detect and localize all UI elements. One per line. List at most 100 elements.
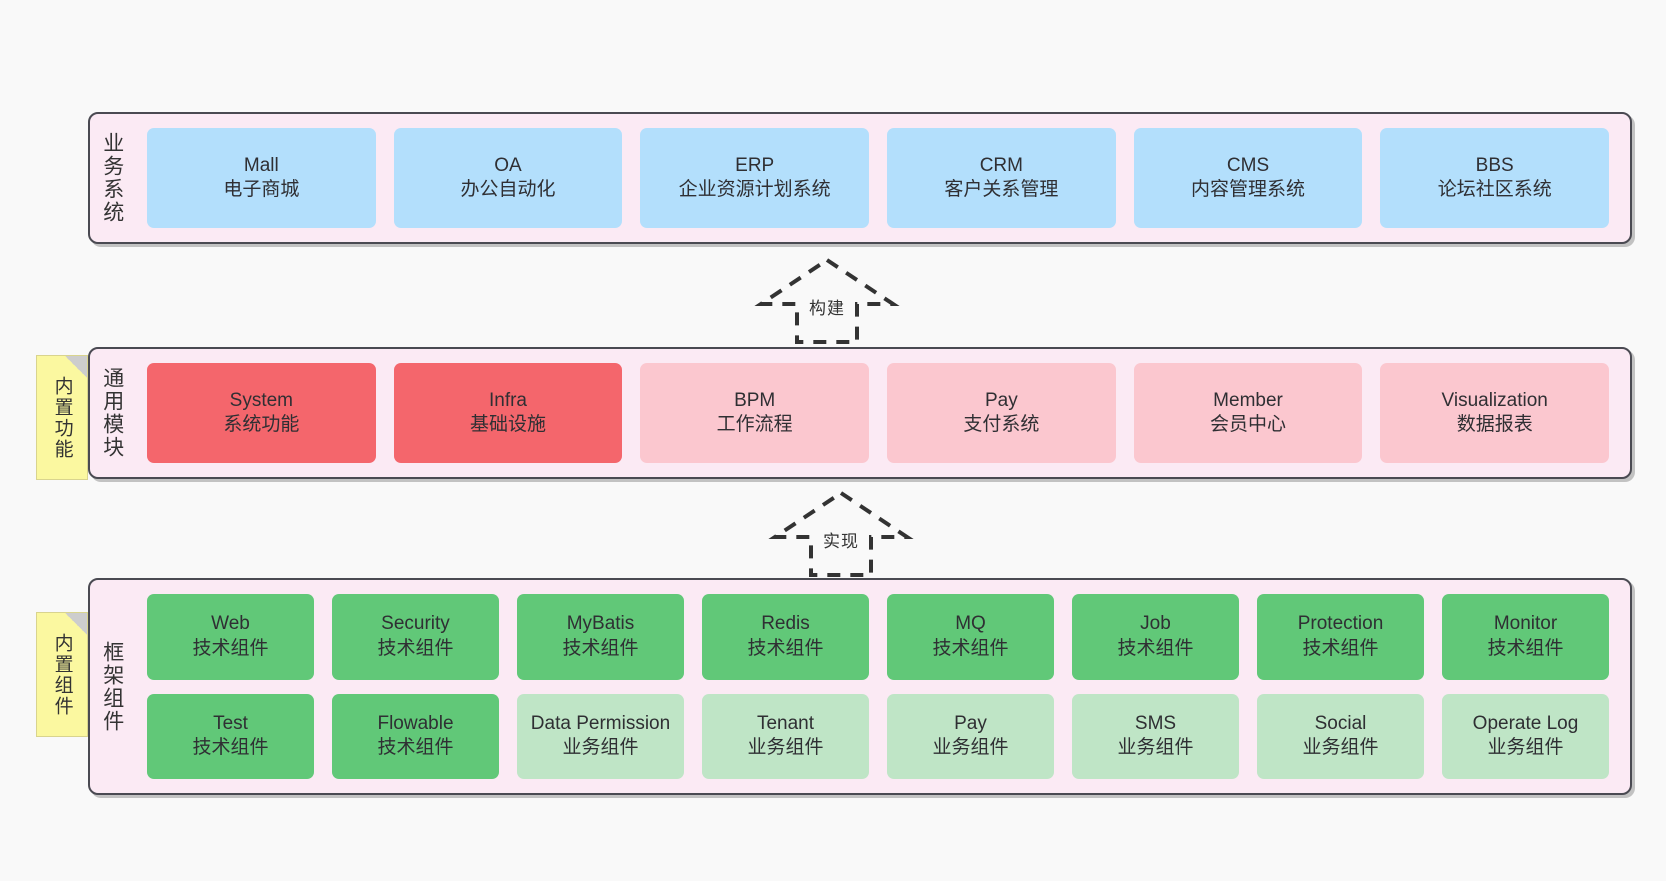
card-title: BPM	[734, 389, 776, 411]
card-redis[interactable]: Redis 技术组件	[702, 594, 869, 680]
card-title: Monitor	[1493, 613, 1558, 635]
card-subtitle: 技术组件	[1487, 637, 1564, 659]
card-subtitle: 基础设施	[470, 414, 547, 435]
layer-common-cards: System 系统功能 Infra 基础设施 BPM 工作流程 Pay 支付系统…	[134, 349, 1630, 477]
card-data-permission[interactable]: Data Permission 业务组件	[517, 693, 684, 779]
card-oa[interactable]: OA 办公自动化	[393, 128, 623, 228]
card-system[interactable]: System 系统功能	[147, 363, 376, 463]
card-security[interactable]: Security 技术组件	[332, 594, 499, 680]
card-test[interactable]: Test 技术组件	[147, 693, 314, 779]
card-protection[interactable]: Protection 技术组件	[1257, 594, 1424, 680]
card-title: OA	[494, 154, 522, 176]
card-subtitle: 技术组件	[377, 737, 454, 759]
card-subtitle: 会员中心	[1210, 414, 1287, 435]
card-monitor[interactable]: Monitor 技术组件	[1442, 594, 1609, 680]
card-subtitle: 技术组件	[192, 637, 269, 659]
card-title: ERP	[735, 154, 775, 176]
card-title: Member	[1213, 389, 1283, 411]
layer-title-business: 业务系统	[100, 132, 124, 224]
note-builtin-component: 内置组件	[36, 612, 88, 737]
card-infra[interactable]: Infra 基础设施	[393, 363, 623, 463]
card-subtitle: 技术组件	[932, 637, 1009, 659]
card-title: Mall	[243, 154, 279, 176]
note-label: 内置功能	[51, 375, 73, 460]
card-sms[interactable]: SMS 业务组件	[1072, 693, 1239, 779]
card-title: Data Permission	[530, 712, 671, 734]
card-title: Test	[213, 712, 248, 734]
arrow-implement-label: 实现	[823, 532, 859, 551]
card-subtitle: 技术组件	[747, 637, 824, 659]
card-title: BBS	[1475, 154, 1514, 176]
card-title: Flowable	[377, 712, 454, 734]
layer-business-cards: Mall 电子商城 OA 办公自动化 ERP 企业资源计划系统 CRM 客户关系…	[134, 114, 1630, 242]
framework-row-business: Test 技术组件 Flowable 技术组件 Data Permission …	[138, 693, 1618, 779]
card-mall[interactable]: Mall 电子商城	[147, 128, 376, 228]
note-fold-corner-icon	[65, 356, 87, 378]
layer-business-system: 业务系统 Mall 电子商城 OA 办公自动化 ERP 企业资源计划系统 CRM…	[88, 112, 1632, 244]
card-title: Protection	[1297, 613, 1384, 635]
card-title: Job	[1140, 613, 1171, 635]
card-operate-log[interactable]: Operate Log 业务组件	[1442, 693, 1609, 779]
card-pay-business[interactable]: Pay 业务组件	[887, 693, 1054, 779]
layer-title-framework: 框架组件	[100, 640, 124, 733]
card-title: Pay	[984, 389, 1018, 411]
card-mq[interactable]: MQ 技术组件	[887, 594, 1054, 680]
card-bbs[interactable]: BBS 论坛社区系统	[1380, 128, 1610, 228]
card-erp[interactable]: ERP 企业资源计划系统	[640, 128, 870, 228]
card-subtitle: 技术组件	[1302, 637, 1379, 659]
arrow-implement: 实现	[768, 489, 914, 577]
card-title: Web	[211, 613, 250, 635]
card-tenant[interactable]: Tenant 业务组件	[702, 693, 869, 779]
card-subtitle: 技术组件	[562, 637, 639, 659]
card-title: Tenant	[756, 712, 815, 734]
card-cms[interactable]: CMS 内容管理系统	[1133, 128, 1363, 228]
card-title: SMS	[1134, 712, 1177, 734]
card-title: Infra	[488, 389, 528, 411]
card-flowable[interactable]: Flowable 技术组件	[332, 693, 499, 779]
layer-common-module: 通用模块 System 系统功能 Infra 基础设施 BPM 工作流程 Pay…	[88, 347, 1632, 479]
card-title: Pay	[954, 712, 987, 734]
framework-row-tech: Web 技术组件 Security 技术组件 MyBatis 技术组件 Redi…	[138, 594, 1618, 680]
card-subtitle: 论坛社区系统	[1437, 179, 1552, 200]
note-fold-corner-icon	[65, 613, 87, 635]
card-subtitle: 客户关系管理	[944, 179, 1059, 200]
card-subtitle: 工作流程	[716, 414, 793, 435]
card-subtitle: 数据报表	[1456, 414, 1533, 435]
layer-framework-cards: Web 技术组件 Security 技术组件 MyBatis 技术组件 Redi…	[134, 580, 1630, 793]
card-title: Social	[1314, 712, 1367, 734]
card-member[interactable]: Member 会员中心	[1133, 363, 1363, 463]
note-builtin-function: 内置功能	[36, 355, 88, 480]
card-title: Operate Log	[1472, 712, 1579, 734]
card-subtitle: 内容管理系统	[1191, 179, 1306, 200]
card-title: Redis	[761, 613, 810, 635]
card-title: System	[229, 389, 294, 411]
card-subtitle: 业务组件	[932, 737, 1009, 759]
card-subtitle: 业务组件	[747, 737, 824, 759]
card-mybatis[interactable]: MyBatis 技术组件	[517, 594, 684, 680]
card-subtitle: 技术组件	[192, 737, 269, 759]
arrow-build-label: 构建	[809, 299, 845, 318]
card-subtitle: 电子商城	[223, 179, 300, 200]
layer-title-common: 通用模块	[100, 367, 124, 459]
card-job[interactable]: Job 技术组件	[1072, 594, 1239, 680]
card-bpm[interactable]: BPM 工作流程	[640, 363, 870, 463]
card-subtitle: 支付系统	[963, 414, 1040, 435]
card-web[interactable]: Web 技术组件	[147, 594, 314, 680]
card-subtitle: 业务组件	[1302, 737, 1379, 759]
card-pay[interactable]: Pay 支付系统	[887, 363, 1116, 463]
card-title: CMS	[1226, 154, 1270, 176]
arrow-implement-icon	[768, 490, 914, 577]
card-social[interactable]: Social 业务组件	[1257, 693, 1424, 779]
card-subtitle: 办公自动化	[460, 179, 556, 200]
card-subtitle: 技术组件	[377, 637, 454, 659]
card-title: Security	[381, 613, 450, 635]
card-title: CRM	[979, 154, 1023, 176]
card-visualization[interactable]: Visualization 数据报表	[1380, 363, 1610, 463]
card-title: Visualization	[1441, 389, 1548, 411]
card-subtitle: 业务组件	[562, 737, 639, 759]
card-subtitle: 企业资源计划系统	[678, 179, 831, 200]
card-subtitle: 业务组件	[1487, 737, 1564, 759]
card-crm[interactable]: CRM 客户关系管理	[887, 128, 1116, 228]
arrow-build: 构建	[754, 256, 900, 344]
